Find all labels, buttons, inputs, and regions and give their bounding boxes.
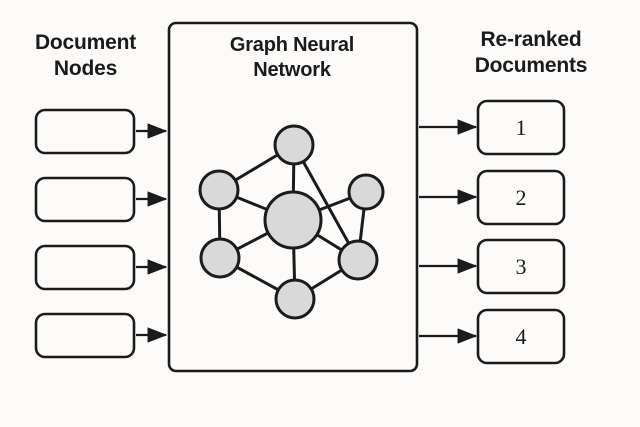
- reranked-document-number-1: 1: [515, 115, 527, 140]
- reranked-document-box-3[interactable]: [476, 238, 566, 295]
- reranked-documents-label-line1: Re-ranked: [480, 28, 582, 51]
- reranked-document-number-4: 4: [515, 324, 527, 349]
- document-nodes-label: Document Nodes: [8, 30, 163, 81]
- gnn-title-line2: Network: [253, 58, 331, 81]
- graph-node-lower-right[interactable]: [337, 239, 379, 281]
- reranked-document-box-2[interactable]: [476, 169, 566, 226]
- document-node-box-2[interactable]: [34, 176, 136, 223]
- document-node-box-4[interactable]: [34, 312, 136, 359]
- reranked-document-boxes: [476, 99, 566, 365]
- reranked-documents-label: Re-ranked Documents: [445, 27, 617, 78]
- graph-edge-top-lower-right: [292, 143, 360, 262]
- graph-node-top[interactable]: [273, 124, 315, 166]
- gnn-title: Graph Neural Network: [176, 33, 408, 83]
- document-node-box-1[interactable]: [34, 108, 136, 155]
- input-arrows: [136, 123, 168, 343]
- reranked-document-number-3: 3: [515, 254, 527, 279]
- output-arrows: [419, 119, 478, 344]
- reranked-document-box-1[interactable]: [476, 99, 566, 156]
- graph-node-bottom[interactable]: [274, 278, 316, 320]
- graph-node-upper-right[interactable]: [347, 173, 385, 211]
- document-nodes-label-line1: Document: [34, 31, 137, 54]
- graph-node-lower-left[interactable]: [199, 237, 241, 279]
- document-node-boxes: [34, 108, 136, 359]
- gnn-title-line1: Graph Neural: [229, 34, 355, 56]
- reranked-documents-label-line2: Documents: [474, 53, 588, 77]
- reranked-document-box-4[interactable]: [476, 308, 566, 365]
- document-node-box-3[interactable]: [34, 244, 136, 291]
- reranked-document-number-2: 2: [515, 185, 527, 210]
- graph-node-hub[interactable]: [263, 190, 323, 250]
- graph-nodes: [198, 124, 385, 320]
- graph-node-upper-left[interactable]: [198, 169, 240, 211]
- document-nodes-label-line2: Nodes: [53, 56, 118, 80]
